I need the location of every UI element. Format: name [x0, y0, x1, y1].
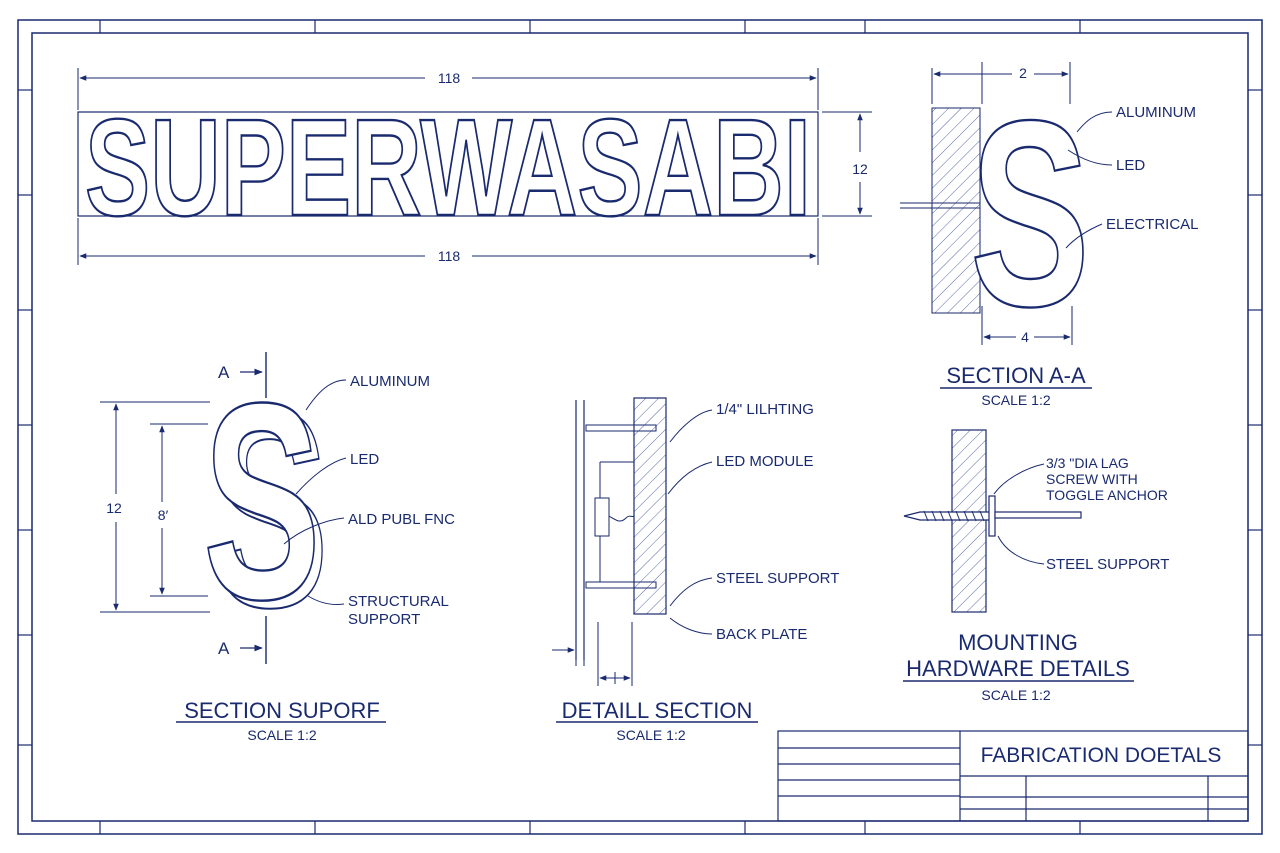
mounting-wall-hatch — [951, 429, 987, 613]
sign-dim-top: 118 — [438, 70, 461, 86]
mounting-title-line1: MOUNTING — [958, 630, 1078, 655]
section-aa-title: SECTION A-A — [946, 363, 1086, 388]
section-aa-callout-led: LED — [1116, 157, 1145, 174]
lag-screw — [903, 511, 991, 521]
detail-callout-led-module: LED MODULE — [716, 453, 814, 470]
section-aa: S 2 4 ALUMINUM LED ELECTRICAL SECTION A-… — [900, 62, 1199, 408]
sign-dim-height: 12 — [852, 161, 868, 177]
detail-backing-hatch — [633, 397, 667, 615]
section-mark-top: A — [218, 363, 230, 382]
section-support-dim-inner: 8′ — [158, 507, 169, 523]
section-support-title: SECTION SUPORF — [184, 698, 380, 723]
mounting-callout-lag-1: 3/3 "DIA LAG — [1046, 455, 1129, 471]
wall-hatch — [931, 107, 981, 314]
section-support-callout-ald: ALD PUBL FNC — [348, 511, 455, 528]
title-block-title: FABRICATION DOETALS — [981, 744, 1222, 767]
mounting-callout-lag-3: TOGGLE ANCHOR — [1046, 487, 1168, 503]
section-support-callout-aluminum: ALUMINUM — [350, 373, 430, 390]
section-aa-dim-bottom: 4 — [1021, 329, 1029, 345]
section-support: A A S S 12 8′ ALUMINUM LED ALD PUBL FNC … — [100, 345, 455, 743]
detail-section: 1/4" LILHTING LED MODULE STEEL SUPPORT B… — [552, 397, 839, 743]
mounting-hardware: 3/3 "DIA LAG SCREW WITH TOGGLE ANCHOR ST… — [903, 429, 1169, 703]
mounting-callout-steel-support: STEEL SUPPORT — [1046, 556, 1169, 573]
section-aa-callout-aluminum: ALUMINUM — [1116, 104, 1196, 121]
sign-lettering: SUPERWASABI — [85, 91, 811, 245]
detail-callout-back-plate: BACK PLATE — [716, 626, 807, 643]
section-support-callout-structural: STRUCTURAL — [348, 593, 449, 610]
detail-callout-lighting: 1/4" LILHTING — [716, 401, 814, 418]
section-aa-scale: SCALE 1:2 — [981, 392, 1050, 408]
sheet-border — [17, 19, 1263, 835]
section-support-letter: S — [203, 346, 321, 658]
section-aa-callout-electrical: ELECTRICAL — [1106, 216, 1199, 233]
section-aa-letter: S — [970, 66, 1090, 362]
mounting-callout-lag-2: SCREW WITH — [1046, 471, 1138, 487]
border-ticks — [18, 20, 1262, 834]
title-block — [777, 730, 1249, 822]
detail-callout-steel-support: STEEL SUPPORT — [716, 570, 839, 587]
sign-dim-bottom: 118 — [438, 248, 461, 264]
detail-section-title: DETAILL SECTION — [562, 698, 753, 723]
mounting-steel-support — [994, 511, 1082, 519]
section-support-scale: SCALE 1:2 — [247, 727, 316, 743]
section-aa-dim-top: 2 — [1019, 65, 1027, 81]
sign-outline-box — [77, 111, 819, 217]
sign-elevation: SUPERWASABI 118 118 12 — [77, 68, 872, 265]
section-support-dim-outer: 12 — [106, 500, 122, 516]
section-support-callout-led: LED — [350, 451, 379, 468]
detail-led-module — [594, 497, 610, 537]
mounting-title-line2: HARDWARE DETAILS — [906, 656, 1130, 681]
section-support-callout-support: SUPPORT — [348, 611, 420, 628]
section-mark-bottom: A — [218, 639, 230, 658]
detail-section-scale: SCALE 1:2 — [616, 727, 685, 743]
mounting-scale: SCALE 1:2 — [981, 687, 1050, 703]
